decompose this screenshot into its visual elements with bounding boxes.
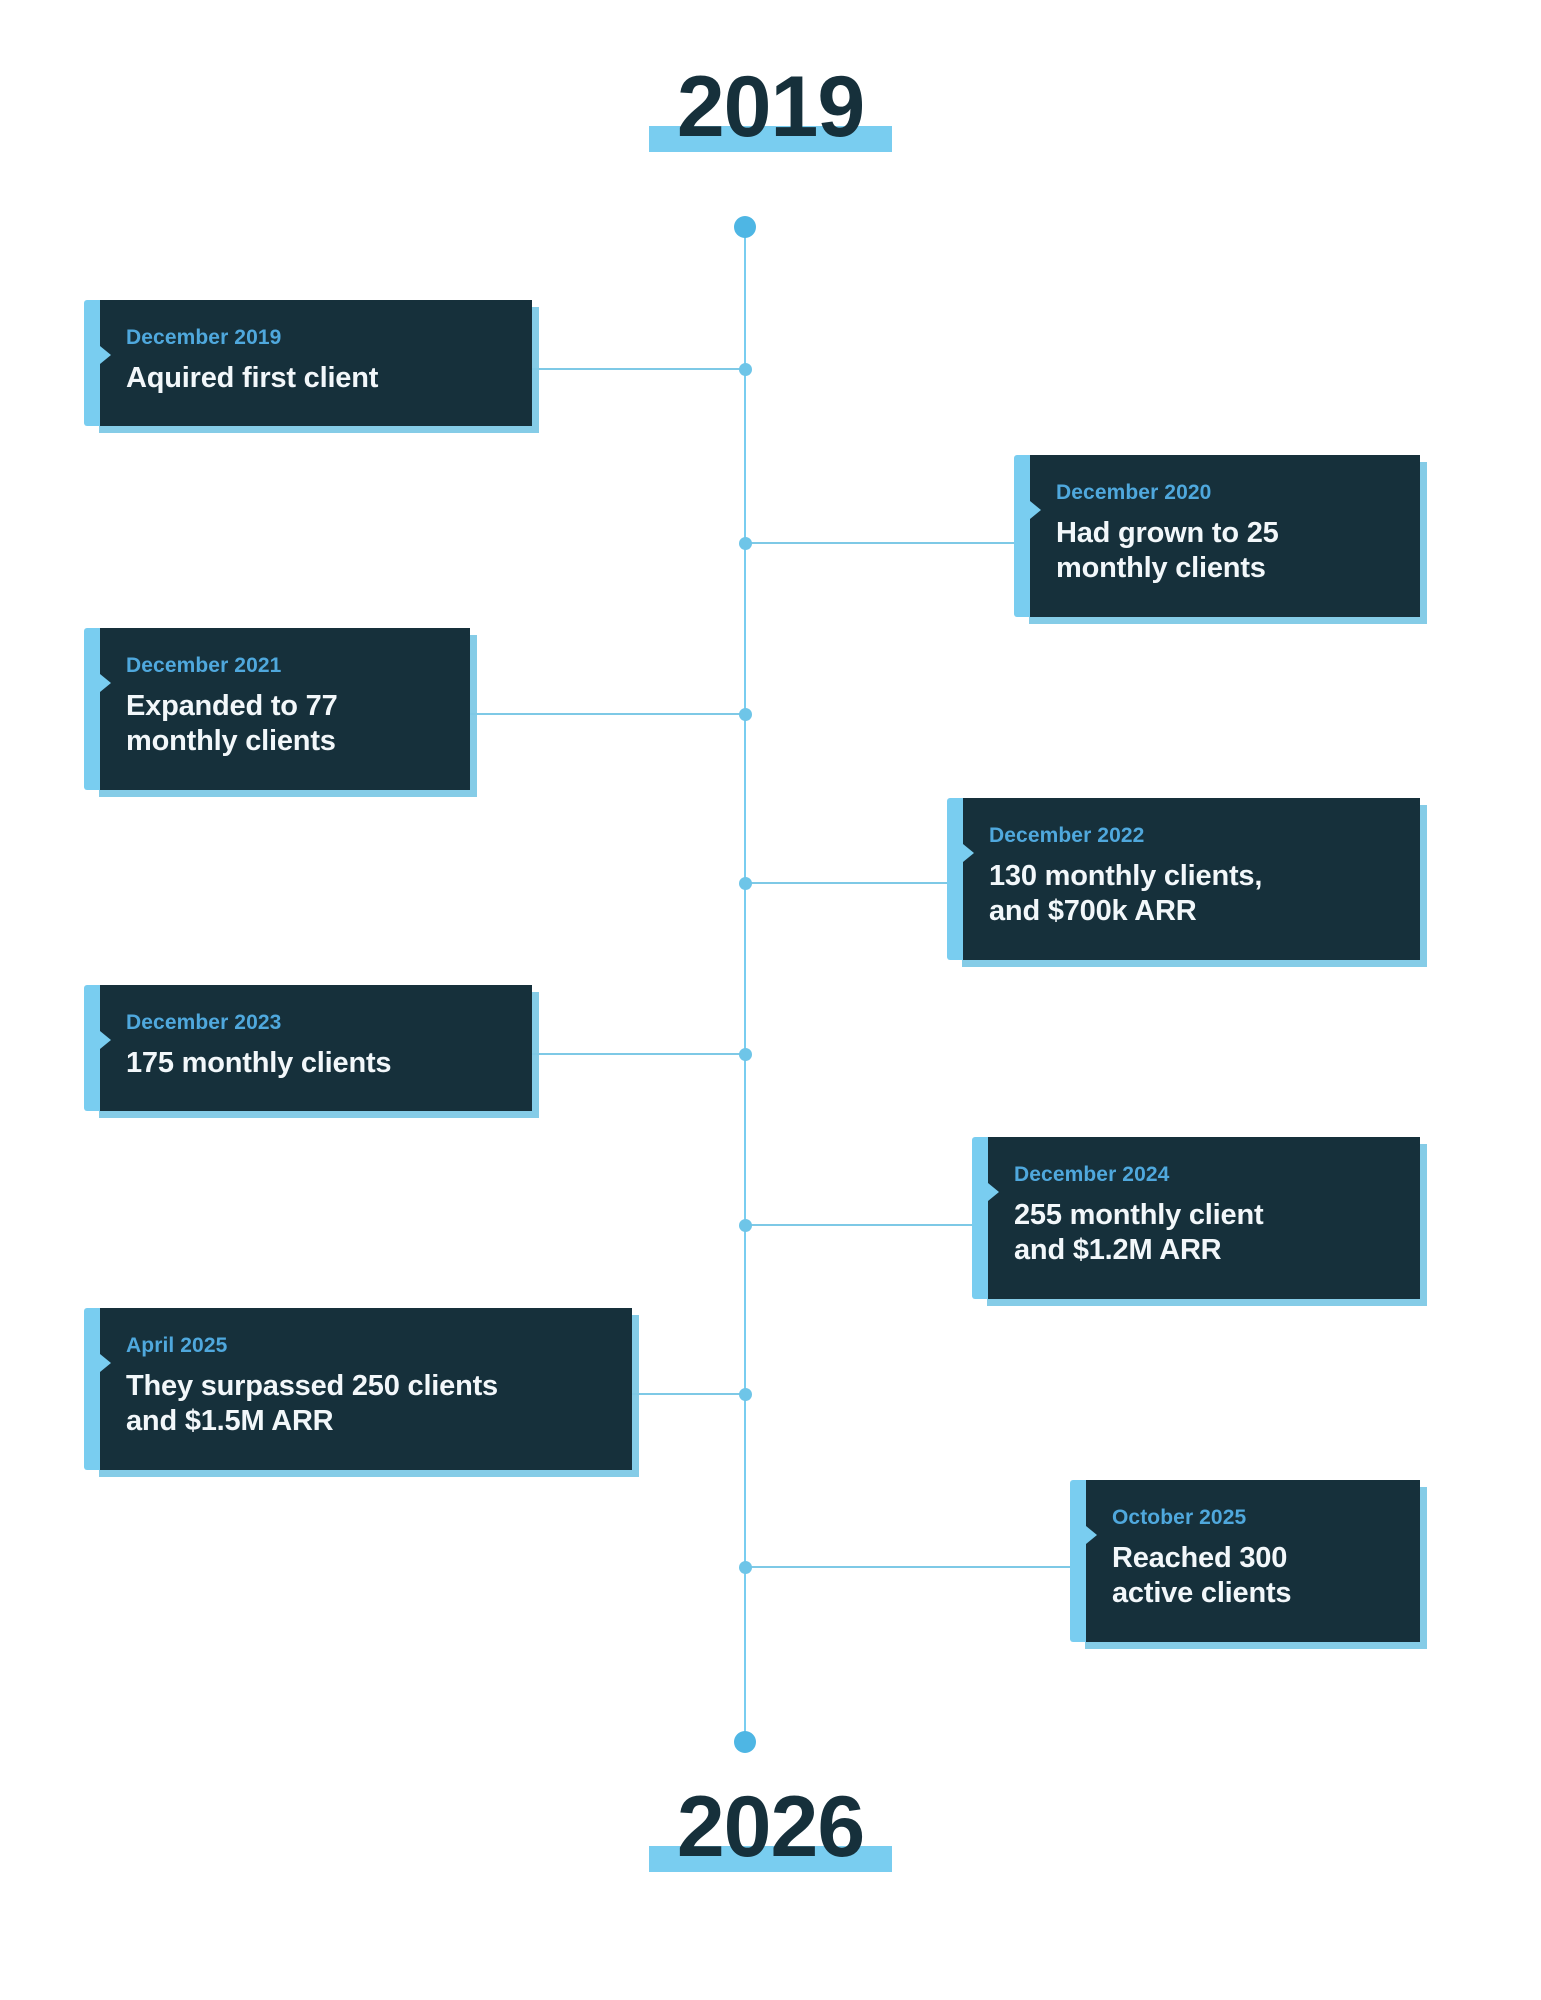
milestone-dot <box>739 877 752 890</box>
milestone-connector <box>632 1393 745 1395</box>
milestone-description: 255 monthly client and $1.2M ARR <box>1014 1199 1264 1267</box>
milestone-description: Expanded to 77 monthly clients <box>126 690 338 758</box>
timeline-end-year: 2026 <box>0 1772 1541 1882</box>
milestone-date: October 2025 <box>1112 1506 1247 1529</box>
card-accent-bar-with-chevron-icon <box>972 1137 999 1299</box>
milestone-description: They surpassed 250 clients and $1.5M ARR <box>126 1370 498 1438</box>
milestone-connector <box>532 368 745 370</box>
timeline-start-year: 2019 <box>0 52 1541 162</box>
milestone-connector <box>470 713 745 715</box>
card-accent-bar-with-chevron-icon <box>84 300 111 427</box>
milestone-card[interactable]: December 2022 130 monthly clients, and $7… <box>947 798 1420 960</box>
milestone-dot <box>739 1561 752 1574</box>
milestone-dot <box>739 1048 752 1061</box>
milestone-description: 130 monthly clients, and $700k ARR <box>989 860 1263 928</box>
end-year-label: 2026 <box>676 1779 865 1875</box>
start-year-label: 2019 <box>676 59 865 155</box>
milestone-date: December 2024 <box>1014 1163 1170 1186</box>
card-accent-bar-with-chevron-icon <box>84 628 111 790</box>
year-underline-bar <box>648 126 893 152</box>
milestone-connector <box>745 882 955 884</box>
milestone-dot <box>739 708 752 721</box>
milestone-date: December 2020 <box>1056 481 1212 504</box>
milestone-connector <box>745 1224 980 1226</box>
milestone-dot <box>739 1388 752 1401</box>
milestone-connector <box>745 1566 1078 1568</box>
milestone-description: Reached 300 active clients <box>1112 1542 1292 1610</box>
year-underline-bar <box>648 1846 893 1872</box>
card-accent-bar-with-chevron-icon <box>1070 1480 1097 1642</box>
timeline-spine <box>744 226 746 1742</box>
milestone-description: Aquired first client <box>126 362 379 395</box>
milestone-dot <box>739 363 752 376</box>
card-accent-bar-with-chevron-icon <box>84 1308 111 1470</box>
milestone-description: 175 monthly clients <box>126 1047 392 1080</box>
card-accent-bar-with-chevron-icon <box>947 798 974 960</box>
milestone-card[interactable]: December 2024 255 monthly client and $1.2… <box>972 1137 1420 1299</box>
timeline-end-dot <box>734 1731 756 1753</box>
milestone-connector <box>432 1053 745 1055</box>
milestone-card[interactable]: December 2023 175 monthly clients <box>84 985 532 1112</box>
milestone-date: December 2022 <box>989 824 1145 847</box>
card-accent-bar-with-chevron-icon <box>1014 455 1041 617</box>
milestone-description: Had grown to 25 monthly clients <box>1056 517 1279 585</box>
milestone-date: April 2025 <box>126 1334 228 1357</box>
milestone-date: December 2023 <box>126 1011 282 1034</box>
milestone-connector <box>745 542 1022 544</box>
timeline-start-dot <box>734 216 756 238</box>
milestone-date: December 2021 <box>126 654 282 677</box>
milestone-dot <box>739 537 752 550</box>
milestone-date: December 2019 <box>126 326 282 349</box>
card-accent-bar-with-chevron-icon <box>84 985 111 1112</box>
milestone-dot <box>739 1219 752 1232</box>
